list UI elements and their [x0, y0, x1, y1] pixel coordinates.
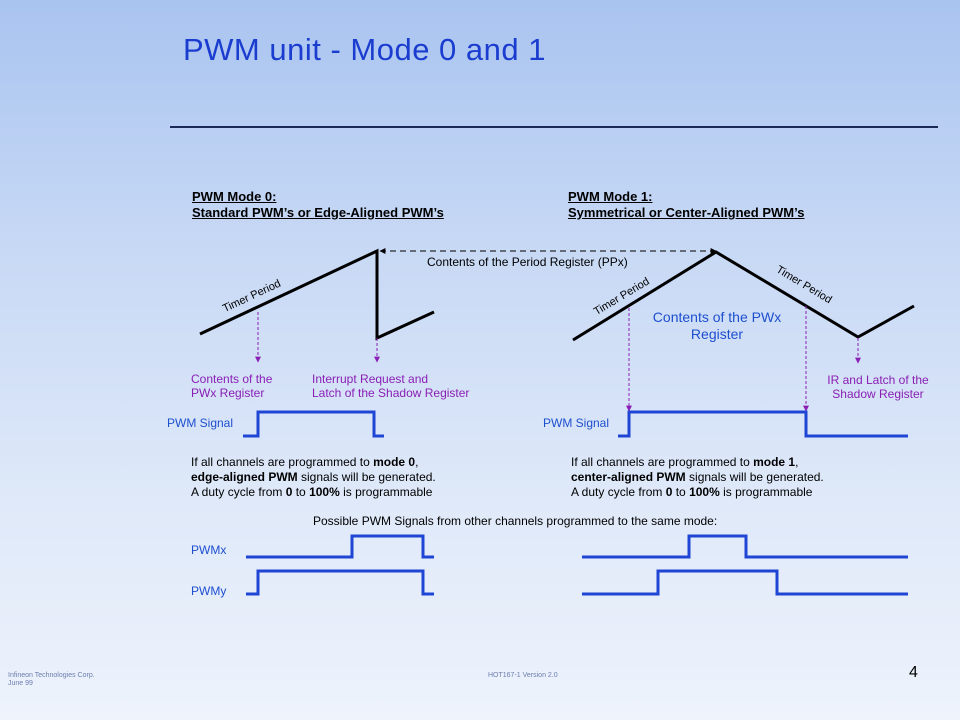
mode1-pwx-register-label: Contents of the PWx Register	[629, 309, 805, 343]
mode0-desc-bold: mode 0	[373, 455, 416, 469]
pwmx-label: PWMx	[191, 543, 227, 557]
mode1-triangle	[572, 250, 915, 342]
mode1-pwx-label-line1: Contents of the PWx	[652, 309, 782, 325]
mode1-pwm-signal-label: PWM Signal	[543, 416, 610, 430]
mode0-desc-text: A duty cycle from	[191, 485, 286, 499]
mode0-heading-line2: Standard PWM’s or Edge-Aligned PWM’s	[192, 205, 444, 220]
mode1-heading-line1: PWM Mode 1:	[568, 189, 653, 204]
mode0-desc-text: ,	[415, 455, 419, 469]
footer-company-line2: June 99	[8, 680, 33, 687]
page-number: 4	[909, 664, 918, 681]
possible-signals-label: Possible PWM Signals from other channels…	[313, 514, 718, 528]
footer-company: Infineon Technologies Corp. June 99	[8, 672, 95, 688]
mode0-heading-line1: PWM Mode 0:	[192, 189, 277, 204]
mode0-desc-text: If all channels are programmed to	[191, 455, 374, 469]
mode1-desc-bold: center-aligned PWM	[571, 470, 686, 484]
mode1-desc-bold: mode 1	[753, 455, 796, 469]
footer-company-line1: Infineon Technologies Corp.	[8, 672, 95, 679]
mode0-pwx-label-line2: PWx Register	[191, 386, 265, 400]
mode1-pwx-label-line2: Register	[690, 326, 744, 342]
mode1-desc-bold: 0	[665, 485, 673, 499]
mode0-ir-label-line1: Interrupt Request and	[312, 372, 429, 386]
mode1-desc-text: ,	[795, 455, 799, 469]
mode0-heading: PWM Mode 0: Standard PWM’s or Edge-Align…	[192, 189, 444, 221]
mode1-desc-bold: 100%	[689, 485, 720, 499]
mode1-desc-text: to	[672, 485, 690, 499]
mode1-desc-text: A duty cycle from	[571, 485, 666, 499]
mode0-pwmy-signal	[246, 569, 434, 596]
title-divider	[170, 126, 938, 128]
mode1-ir-label-line2: Shadow Register	[832, 387, 924, 401]
mode0-pwm-signal	[243, 410, 384, 438]
mode1-pwmy-signal	[582, 569, 908, 596]
mode0-interrupt-label: Interrupt Request and Latch of the Shado…	[312, 372, 469, 400]
pwmy-label: PWMy	[191, 584, 227, 598]
mode1-desc-text: If all channels are programmed to	[571, 455, 754, 469]
mode0-pwx-register-label: Contents of the PWx Register	[191, 372, 272, 400]
mode1-description: If all channels are programmed to mode 1…	[571, 455, 824, 500]
slide-title: PWM unit - Mode 0 and 1	[183, 32, 546, 67]
mode1-heading-line2: Symmetrical or Center-Aligned PWM’s	[568, 205, 805, 220]
mode1-heading: PWM Mode 1: Symmetrical or Center-Aligne…	[568, 189, 804, 221]
mode1-desc-text: signals will be generated.	[685, 470, 824, 484]
mode0-desc-bold: edge-aligned PWM	[191, 470, 298, 484]
mode1-pwm-signal	[618, 410, 908, 438]
mode1-desc-text: is programmable	[719, 485, 813, 499]
period-register-label: Contents of the Period Register (PPx)	[427, 255, 628, 269]
mode0-desc-text: is programmable	[339, 485, 433, 499]
footer-version: HOT167-1 Version 2.0	[488, 672, 558, 679]
mode0-ir-label-line2: Latch of the Shadow Register	[312, 386, 470, 400]
mode1-pwmx-signal	[582, 534, 908, 559]
mode0-desc-bold: 100%	[309, 485, 340, 499]
mode1-ir-label-line1: IR and Latch of the	[827, 373, 929, 387]
mode0-desc-text: to	[292, 485, 310, 499]
mode0-desc-bold: 0	[285, 485, 293, 499]
mode0-sawtooth	[199, 248, 435, 341]
mode0-desc-text: signals will be generated.	[297, 470, 436, 484]
mode0-pwmx-signal	[246, 534, 434, 559]
mode0-pwx-label-line1: Contents of the	[191, 372, 273, 386]
mode0-description: If all channels are programmed to mode 0…	[191, 455, 436, 500]
mode0-pwm-signal-label: PWM Signal	[167, 416, 234, 430]
mode1-ir-label: IR and Latch of the Shadow Register	[812, 373, 944, 401]
